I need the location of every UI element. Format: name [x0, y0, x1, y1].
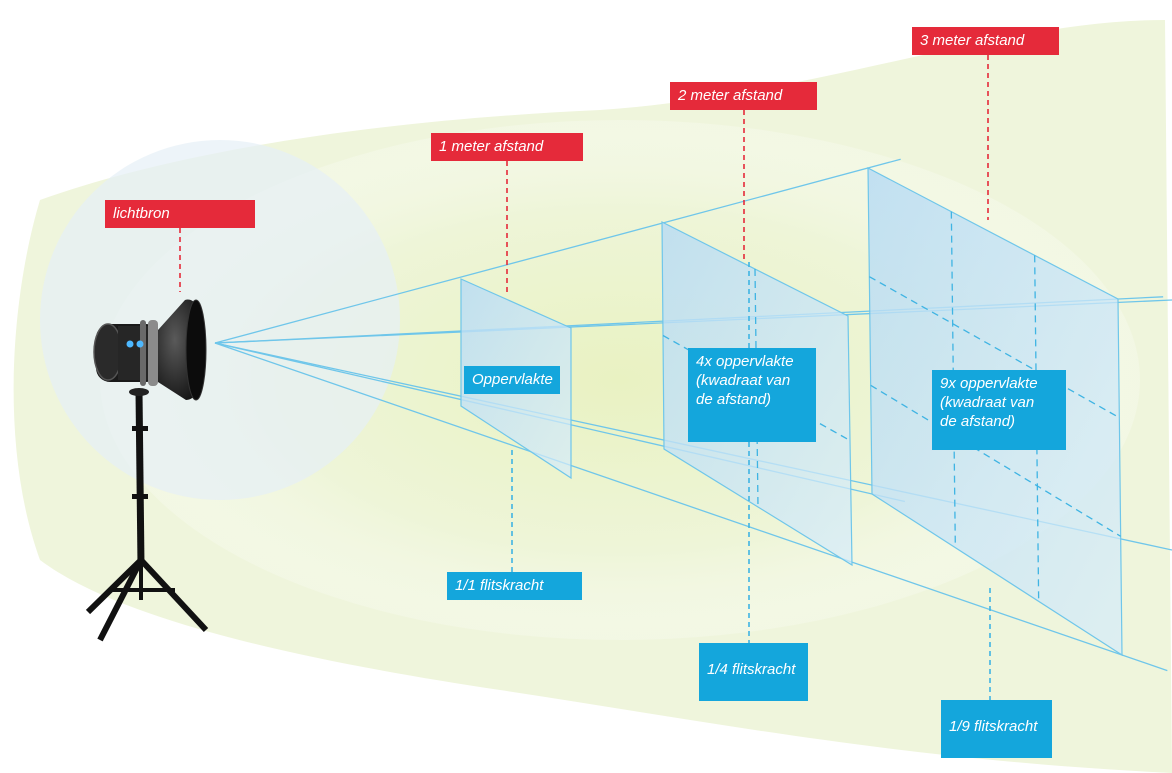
flash-power-label-1-4: 1/4 flitskracht: [699, 643, 808, 701]
light-source-label: lichtbron: [105, 200, 255, 228]
area-label-1x: Oppervlakte: [464, 366, 560, 394]
area-label-4x: 4x oppervlakte (kwadraat van de afstand): [688, 348, 816, 442]
connector-lines: [179, 55, 991, 700]
panel-grid-line: [754, 268, 759, 508]
light-ray: [214, 158, 901, 344]
distance-label-2m: 2 meter afstand: [670, 82, 817, 110]
panel-grid-line: [870, 384, 1122, 537]
area-label-9x: 9x oppervlakte (kwadraat van de afstand): [932, 370, 1066, 450]
flash-power-label-1-1: 1/1 flitskracht: [447, 572, 582, 600]
light-ray: [214, 342, 1168, 672]
distance-label-1m: 1 meter afstand: [431, 133, 583, 161]
distance-label-3m: 3 meter afstand: [912, 27, 1059, 55]
studio-flash-on-tripod-icon: [85, 299, 209, 642]
flash-power-label-1-9: 1/9 flitskracht: [941, 700, 1052, 758]
